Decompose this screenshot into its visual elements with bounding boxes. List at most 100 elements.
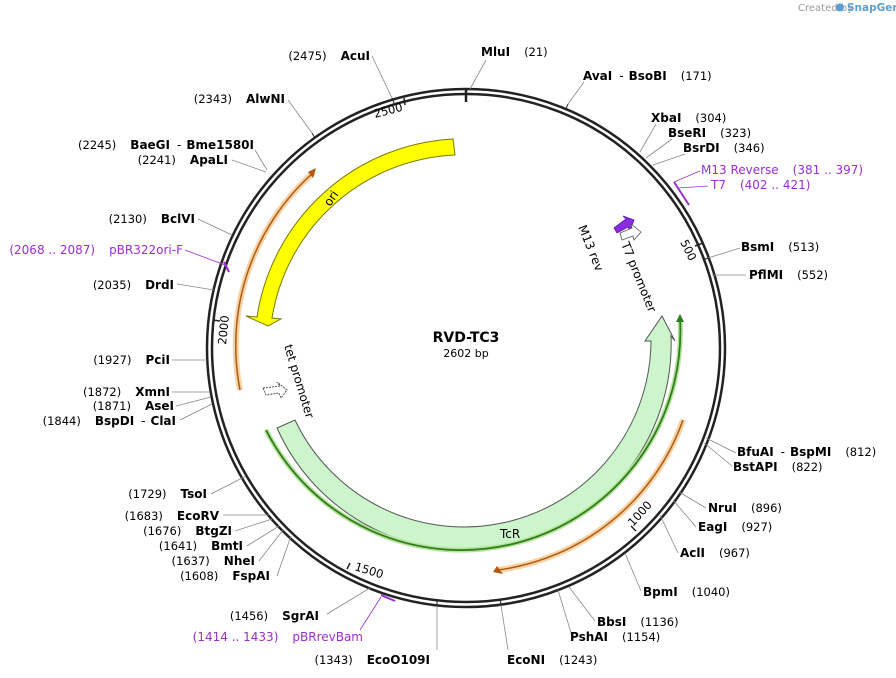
- leader-fspai: [276, 535, 292, 577]
- primer-t7: T7(402 .. 421): [710, 178, 810, 192]
- tick-1500-mark: [346, 562, 351, 570]
- tick-1000-mark: [630, 525, 637, 532]
- leader-bbsi: [568, 586, 596, 622]
- site-bbsi: BbsI(1136): [597, 615, 679, 629]
- tet-promoter-marker: [262, 381, 288, 400]
- site-baegi: (2245)BaeGI-Bme1580I: [78, 138, 254, 152]
- leader-acli: [659, 514, 679, 554]
- leader-bsrdi: [652, 153, 686, 166]
- site-ecoo109i: (1343)EcoO109I: [314, 653, 430, 667]
- leader-eagi: [672, 499, 697, 528]
- tick-2000-mark: [212, 319, 221, 322]
- site-bspdi: (1844)BspDI-ClaI: [43, 414, 176, 428]
- primer-bind-left-arrow: [308, 168, 316, 178]
- site-mlui: MluI(21): [481, 45, 548, 59]
- site-pflmi: PflMI(552): [749, 268, 828, 282]
- leader-bseri: [645, 138, 673, 159]
- leader-bstapi: [703, 442, 733, 467]
- site-labels-right: MluI(21) AvaI-BsoBI(171) XbaI(304) BseRI…: [481, 45, 876, 667]
- leader-bfuai: [705, 437, 737, 454]
- leader-apali: [231, 159, 267, 173]
- site-pcii: (1927)PciI: [93, 353, 170, 367]
- primer-pbrrevbam: (1414 .. 1433)pBRrevBam: [193, 630, 363, 644]
- leader-alwni: [287, 99, 313, 134]
- site-bfuai: BfuAI-BspMI(812): [737, 445, 876, 459]
- site-labels-left: (1343)EcoO109I (1456)SgrAI (1414 .. 1433…: [9, 49, 430, 667]
- site-nrui: NruI(896): [708, 501, 782, 515]
- leader-pshai: [557, 589, 573, 637]
- m13-rev-label: M13 rev: [575, 223, 606, 273]
- site-fspai: (1608)FspAI: [180, 569, 270, 583]
- primer-pbr322ori-mark: [223, 261, 230, 273]
- leader-nhei: [258, 529, 284, 562]
- primer-pbr322ori-f: (2068 .. 2087)pBR322ori-F: [9, 243, 183, 257]
- site-btgzi: (1676)BtgZI: [143, 524, 232, 538]
- t7-promoter-marker: [619, 222, 642, 241]
- snapgene-logo-icon: [836, 3, 844, 12]
- site-bsmi: BsmI(513): [741, 240, 819, 254]
- site-tsoi: (1729)TsoI: [128, 487, 207, 501]
- site-sgrai: (1456)SgrAI: [230, 609, 319, 623]
- leader-bmti: [246, 525, 280, 547]
- t7-promoter-label: T7 promoter: [618, 239, 659, 314]
- site-ticks: [311, 97, 709, 606]
- site-bpmi: BpmI(1040): [643, 585, 730, 599]
- brand-name: SnapGene: [847, 2, 896, 14]
- leader-pbr322ori: [184, 249, 226, 266]
- primer-m13-reverse: M13 Reverse(381 .. 397): [701, 163, 863, 177]
- leader-bspdi: [179, 403, 213, 421]
- site-avai: AvaI-BsoBI(171): [583, 69, 712, 83]
- tick-2500-mark: [403, 97, 406, 106]
- tick-2500: 2500: [372, 100, 404, 121]
- site-econi: EcoNI(1243): [507, 653, 597, 667]
- primer-bind-right: [497, 419, 684, 571]
- site-acui: (2475)AcuI: [288, 49, 370, 63]
- leader-sgrai: [326, 587, 371, 615]
- primer-bind-left: [235, 171, 315, 391]
- site-pshai: PshAI(1154): [570, 630, 660, 644]
- site-drdi: (2035)DrdI: [93, 278, 174, 292]
- leader-drdi: [176, 283, 215, 291]
- leader-econi: [500, 604, 509, 651]
- tet-promoter-label: tet promoter: [281, 343, 317, 420]
- tick-500-mark: [694, 242, 704, 247]
- site-nhei: (1637)NheI: [172, 554, 255, 568]
- plasmid-size: 2602 bp: [443, 347, 488, 360]
- site-bmti: (1641)BmtI: [159, 539, 243, 553]
- site-ecorv: (1683)EcoRV: [125, 509, 220, 523]
- leader-xbai: [639, 123, 657, 153]
- primer-pbrrevbam-mark: [380, 594, 396, 602]
- site-acli: AclI(967): [680, 546, 750, 560]
- leader-bsmi: [707, 247, 741, 259]
- leader-avai: [567, 81, 585, 105]
- tcr-label: TcR: [499, 527, 520, 541]
- leader-pbrrevbam: [359, 596, 382, 631]
- orf-line: [265, 317, 682, 551]
- brand-prefix: Created by: [798, 3, 853, 14]
- site-apali: (2241)ApaLI: [138, 153, 228, 167]
- leader-tsoi: [210, 475, 247, 495]
- site-xbai: XbaI(304): [651, 111, 726, 125]
- site-bsrdi: BsrDI(346): [683, 141, 765, 155]
- leader-baegi: [254, 149, 268, 171]
- leader-btgzi: [234, 518, 273, 532]
- site-eagi: EagI(927): [698, 520, 772, 534]
- plasmid-name: RVD-TC3: [433, 330, 500, 346]
- site-bclvi: (2130)BclVI: [109, 212, 195, 226]
- primer-bind-right-arrow: [493, 566, 503, 574]
- leader-bpmi: [624, 552, 642, 592]
- site-bstapi: BstAPI(822): [733, 460, 823, 474]
- leader-lines: [172, 55, 746, 651]
- leader-bclvi: [197, 218, 233, 236]
- leader-m13rev: [673, 170, 701, 183]
- ori-feature: [245, 138, 456, 327]
- leader-asei: [175, 396, 212, 407]
- primer-m13-t7-mark: [673, 181, 690, 206]
- leader-acui: [371, 55, 393, 99]
- site-alwni: (2343)AlwNI: [194, 92, 285, 106]
- site-asei: (1871)AseI: [93, 399, 174, 413]
- site-xmni: (1872)XmnI: [83, 385, 170, 399]
- leader-nrui: [678, 491, 707, 509]
- orf-line-arrow: [676, 314, 684, 322]
